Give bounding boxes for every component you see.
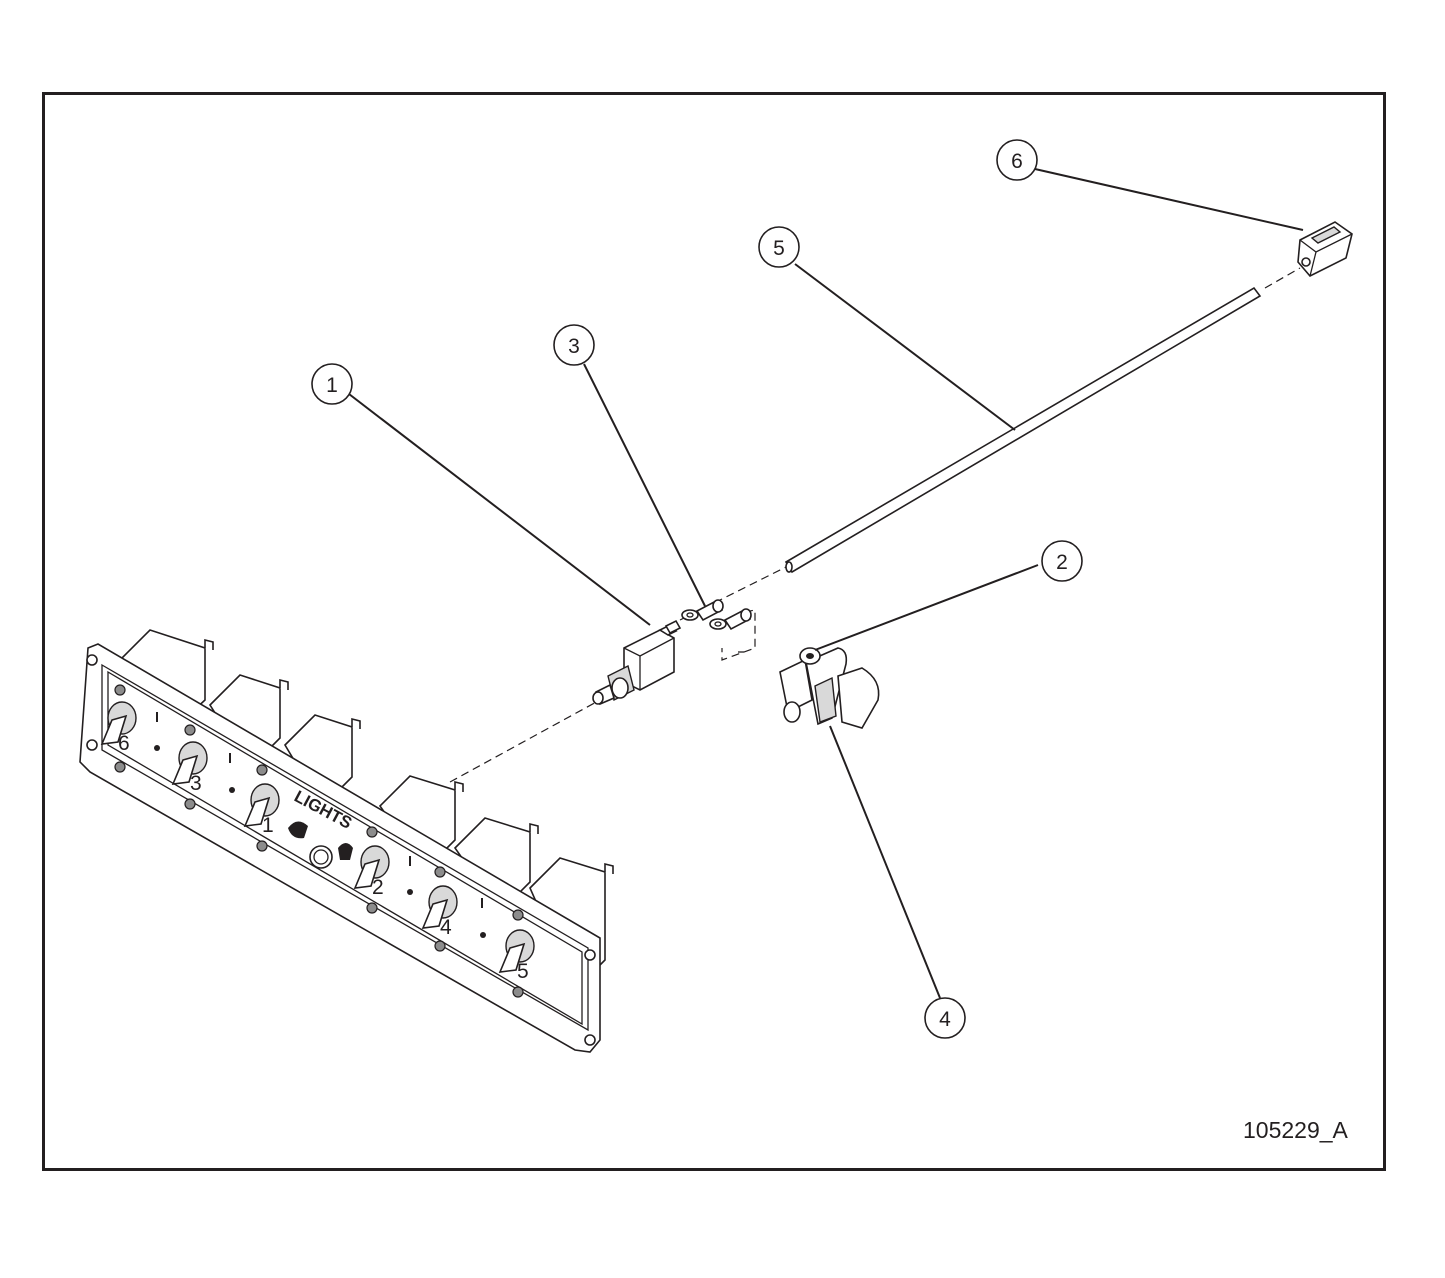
panel-switch-label-3: 3 — [190, 772, 202, 795]
panel-switch-label-1: 1 — [262, 814, 274, 837]
diagram-frame — [42, 92, 1386, 1171]
switch-panel — [79, 629, 614, 1053]
callout-2: 2 — [1041, 540, 1083, 582]
panel-screws — [114, 684, 524, 998]
callout-5-label: 5 — [773, 237, 785, 260]
panel-switch-3 — [171, 741, 208, 785]
callout-3: 3 — [553, 324, 595, 366]
panel-toggle-switches — [100, 701, 535, 973]
panel-switch-label-2: 2 — [372, 876, 384, 899]
callout-6-label: 6 — [1011, 150, 1023, 173]
wire-part — [784, 286, 1262, 574]
callout-1-label: 1 — [326, 374, 338, 397]
switch-boot-cap-part — [799, 647, 880, 729]
panel-switch-5 — [498, 929, 535, 973]
drawing-id: 105229_A — [1243, 1117, 1348, 1143]
indicator-lamp-icon — [309, 845, 333, 869]
panel-switch-6 — [100, 701, 137, 745]
panel-switch-label-6: 6 — [118, 732, 130, 755]
callout-1: 1 — [311, 363, 353, 405]
callout-6: 6 — [996, 139, 1038, 181]
callout-3-label: 3 — [568, 335, 580, 358]
callout-4: 4 — [924, 997, 966, 1039]
panel-switch-2 — [353, 845, 390, 889]
panel-switch-1 — [243, 783, 280, 827]
leader-lines — [348, 168, 1304, 999]
panel-switch-4 — [421, 885, 458, 929]
toggle-switch-part — [592, 625, 678, 706]
callout-2-label: 2 — [1056, 551, 1068, 574]
callout-5: 5 — [758, 226, 800, 268]
wire-connector-part — [1297, 221, 1353, 277]
ring-terminals-part — [664, 599, 752, 635]
callout-4-label: 4 — [939, 1008, 951, 1031]
panel-markings: 6 3 1 2 4 5 — [118, 712, 529, 983]
panel-switch-label-5: 5 — [517, 960, 529, 983]
switch-guard-part — [779, 647, 848, 726]
beacon-icon — [338, 843, 353, 860]
panel-switch-label-4: 4 — [440, 916, 452, 939]
headlight-icon — [288, 821, 308, 839]
